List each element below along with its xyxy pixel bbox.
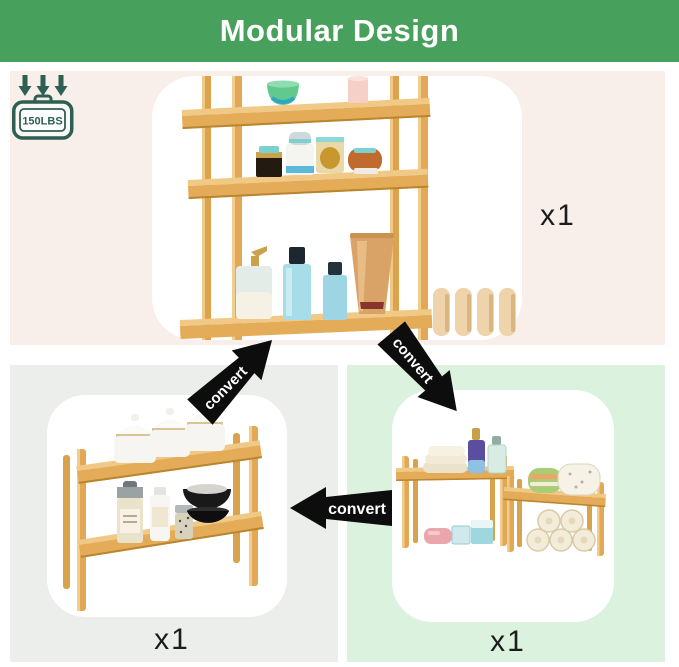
load-capacity-badge: 150LBS xyxy=(12,74,76,140)
risers-quantity-label: x1 xyxy=(490,625,526,658)
suitcase-plate xyxy=(19,108,66,132)
photo-shelf-risers xyxy=(392,390,614,622)
bamboo-poles xyxy=(202,76,428,340)
soap-and-boxes xyxy=(424,520,493,545)
bath-bottles xyxy=(468,428,507,474)
arrow-shape xyxy=(290,487,392,529)
arrow-shape xyxy=(377,321,457,412)
panel-shelf-rack: x1 xyxy=(10,365,338,662)
convert-arrow-down-right: convert xyxy=(373,318,475,427)
panel-shelf-risers: x1 xyxy=(347,365,665,662)
photo-shelf-tower xyxy=(152,76,522,340)
arrow-shape xyxy=(187,339,273,425)
tower-quantity-label: x1 xyxy=(540,199,576,232)
convert-label: convert xyxy=(328,501,386,518)
rolled-towels xyxy=(528,463,601,496)
convert-arrow-left: convert xyxy=(290,484,392,532)
cosmetic-jars xyxy=(256,132,382,177)
kitchen-items xyxy=(117,481,231,543)
cosmetic-bottles xyxy=(236,233,394,320)
green-bowl xyxy=(267,80,299,105)
shelf-board-top xyxy=(181,97,431,129)
shelf-tower-illustration xyxy=(179,76,516,340)
weight-arrows-icon xyxy=(18,75,68,96)
load-capacity-value: 150LBS xyxy=(22,116,62,128)
photo-shelf-rack xyxy=(47,395,287,617)
folded-towel xyxy=(423,446,467,473)
shelf-risers-illustration xyxy=(395,428,607,556)
rack-quantity-label: x1 xyxy=(154,623,190,656)
header-banner: Modular Design xyxy=(0,0,679,62)
panel-shelf-tower: x1 xyxy=(10,71,665,345)
page-title: Modular Design xyxy=(219,13,460,48)
shelf-rack-illustration xyxy=(63,402,264,611)
wooden-pegs xyxy=(433,288,516,336)
load-capacity-suitcase-icon: 150LBS xyxy=(12,75,74,140)
pink-cup xyxy=(348,76,368,103)
towel-roll-pyramid xyxy=(526,509,596,552)
convert-arrow-up-right: convert xyxy=(183,323,289,429)
